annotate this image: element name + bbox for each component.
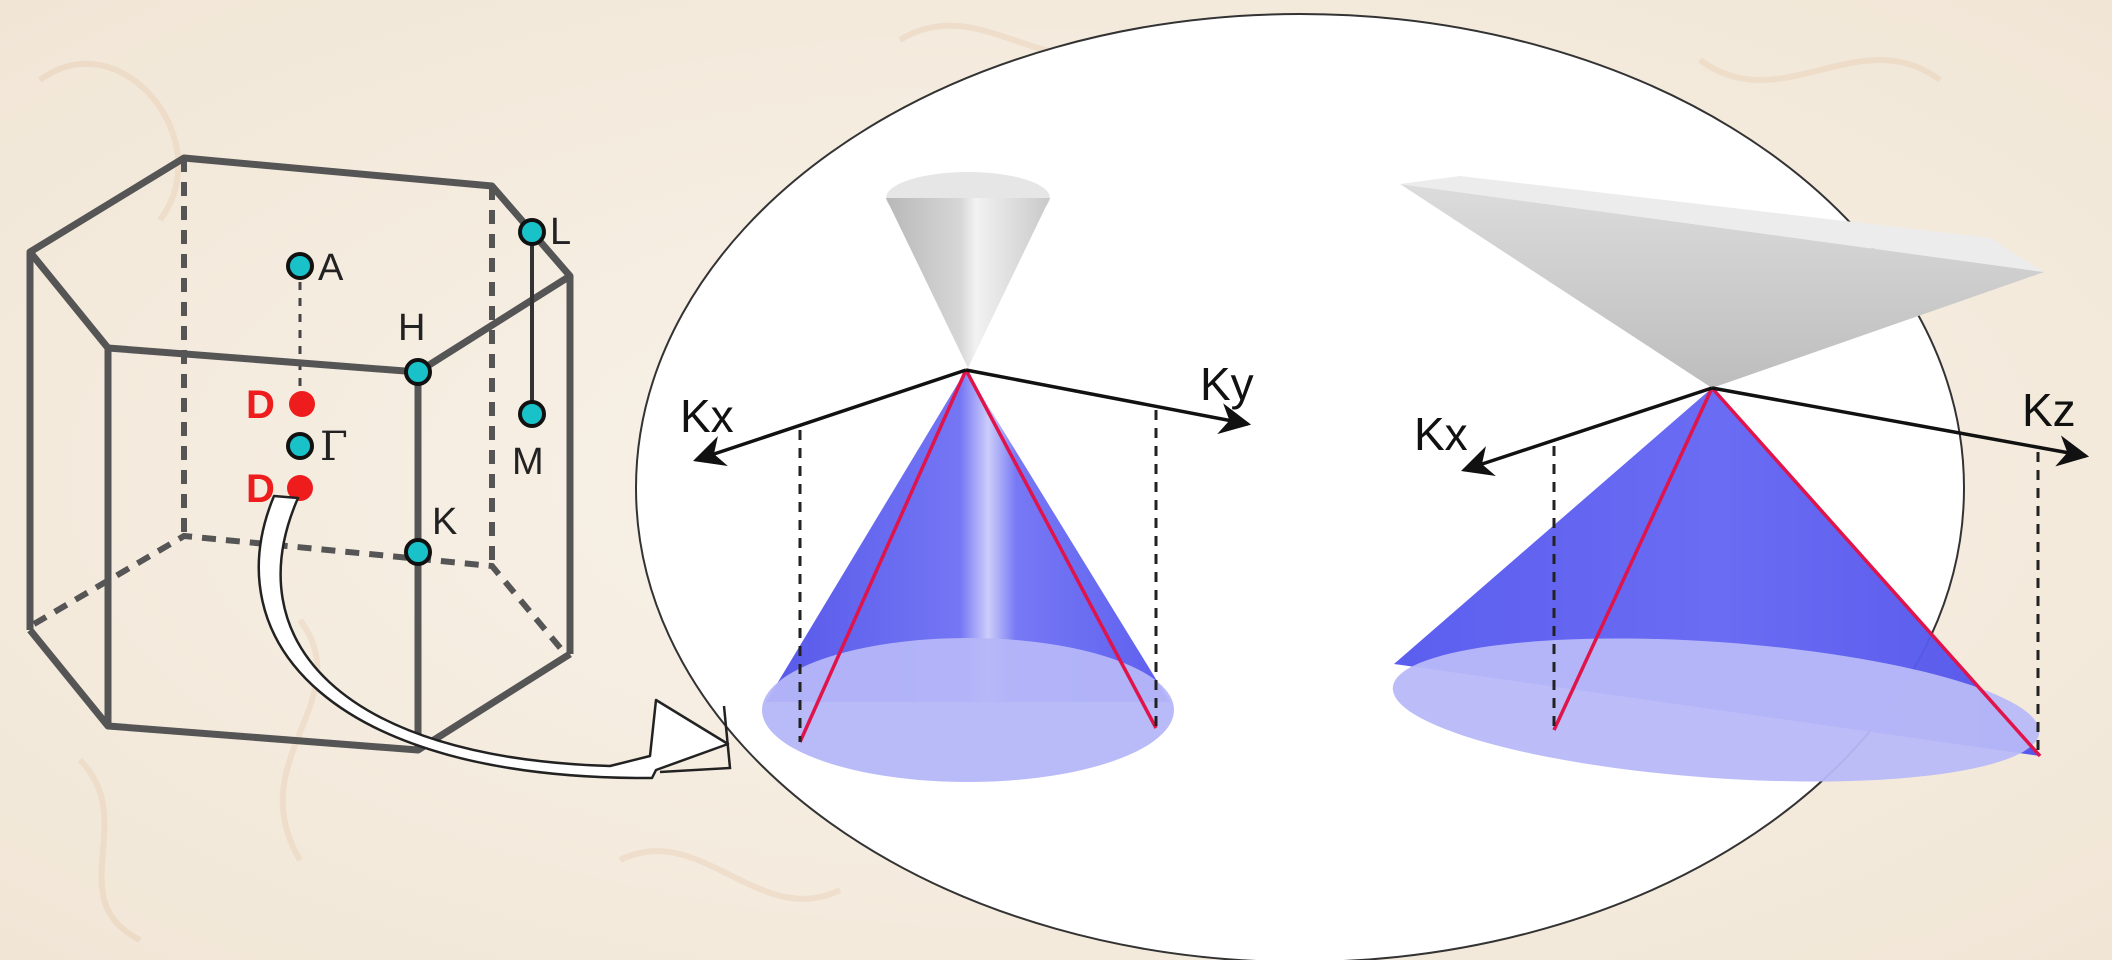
zoom-arrow — [257, 494, 732, 780]
visible-edges — [26, 252, 574, 754]
right-axis-kz — [1711, 386, 2090, 467]
label-k: K — [432, 501, 457, 543]
right-label-kz: Kz — [2022, 384, 2076, 436]
label-d-upper: D — [246, 383, 275, 427]
left-red-line-1 — [798, 369, 968, 743]
right-label-kx: Kx — [1414, 408, 1468, 460]
left-upper-cone — [886, 198, 1050, 368]
point-k — [404, 538, 432, 566]
background-texture — [38, 22, 1942, 943]
left-cone: Kx Ky — [680, 172, 1254, 782]
right-cone: Kx Kz — [1392, 176, 2090, 782]
high-symmetry-points — [286, 218, 546, 566]
left-axis-kx — [693, 368, 967, 466]
label-a: A — [318, 247, 344, 289]
label-gamma: Γ — [320, 424, 348, 470]
left-red-line-2 — [964, 369, 1158, 729]
label-h: H — [398, 307, 425, 349]
left-axis-ky — [965, 368, 1252, 435]
point-l — [518, 218, 546, 246]
left-lower-cone-body — [766, 370, 1170, 702]
left-label-kx: Kx — [680, 390, 734, 442]
right-upper-cone — [1400, 184, 2044, 388]
label-l: L — [550, 211, 571, 253]
right-upper-cone-top — [1400, 176, 2044, 272]
point-gamma — [286, 432, 314, 460]
label-m: M — [512, 441, 544, 483]
brillouin-zone: A L H M Γ K D D — [26, 154, 574, 754]
point-h — [404, 358, 432, 386]
dirac-point-lower — [287, 475, 313, 501]
dirac-point-upper — [289, 391, 315, 417]
right-red-line-2 — [1710, 386, 2042, 758]
right-lower-cone-base — [1392, 638, 2040, 782]
left-lower-cone-base — [762, 638, 1174, 782]
right-red-line-1 — [1552, 387, 1714, 731]
right-axis-kx — [1461, 386, 1713, 477]
point-m — [518, 400, 546, 428]
left-label-ky: Ky — [1200, 358, 1254, 410]
hidden-edges — [32, 158, 565, 652]
point-a — [286, 252, 314, 280]
